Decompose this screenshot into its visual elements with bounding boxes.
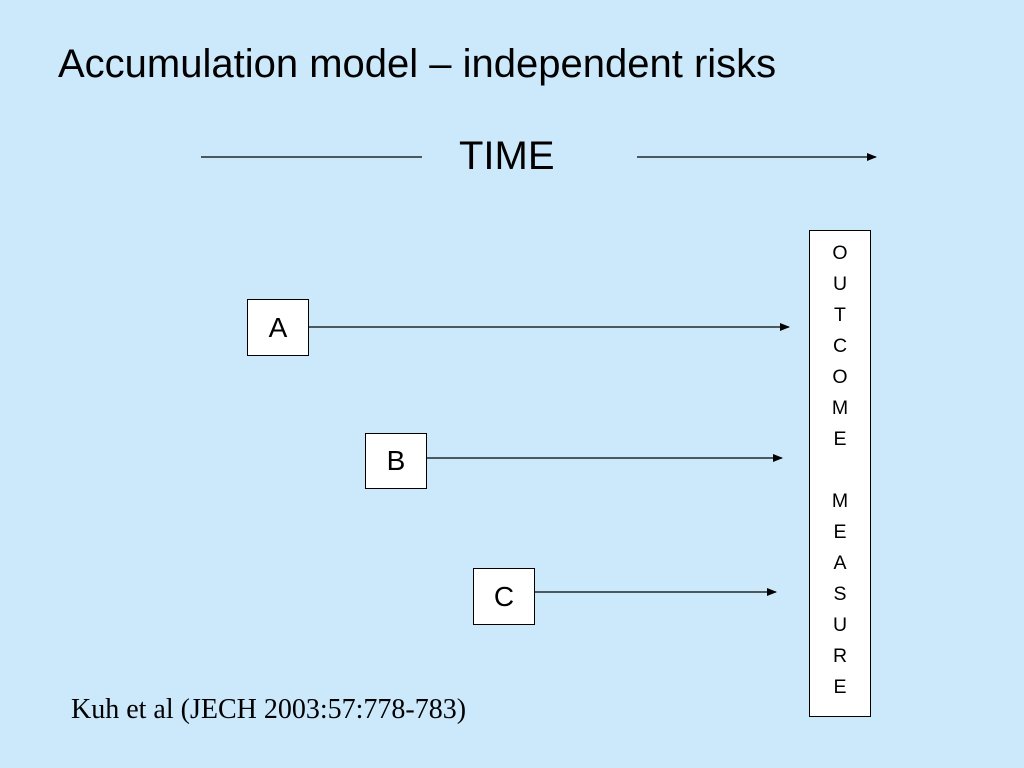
outcome-measure-box: O U T C O M E M E A S U R E [809, 230, 871, 717]
outcome-letter: O [832, 242, 848, 264]
outcome-letter: M [831, 397, 849, 419]
factor-label-b: B [386, 445, 406, 476]
factor-label-a: A [268, 311, 288, 343]
outcome-letter-gap [810, 455, 870, 486]
outcome-letter: E [833, 521, 847, 543]
time-label: TIME [459, 134, 555, 178]
outcome-letter: U [832, 273, 848, 295]
outcome-letter: U [832, 614, 848, 636]
outcome-measure-text: O U T C O M E M E A S U R E [810, 238, 870, 703]
factor-box-b: B [365, 433, 427, 489]
outcome-letter: O [832, 366, 848, 388]
outcome-letter: E [833, 676, 847, 698]
outcome-letter: R [832, 645, 848, 667]
outcome-letter: T [834, 304, 846, 326]
citation: Kuh et al (JECH 2003:57:778-783) [71, 694, 467, 725]
outcome-letter: A [833, 552, 847, 574]
outcome-letter: S [833, 583, 847, 605]
factor-box-c: C [473, 568, 535, 625]
outcome-letter: M [831, 490, 849, 512]
slide-title: Accumulation model – independent risks [58, 42, 777, 86]
outcome-letter: E [833, 428, 847, 450]
factor-box-a: A [247, 299, 309, 356]
outcome-letter: C [832, 335, 848, 357]
factor-label-c: C [493, 580, 515, 612]
